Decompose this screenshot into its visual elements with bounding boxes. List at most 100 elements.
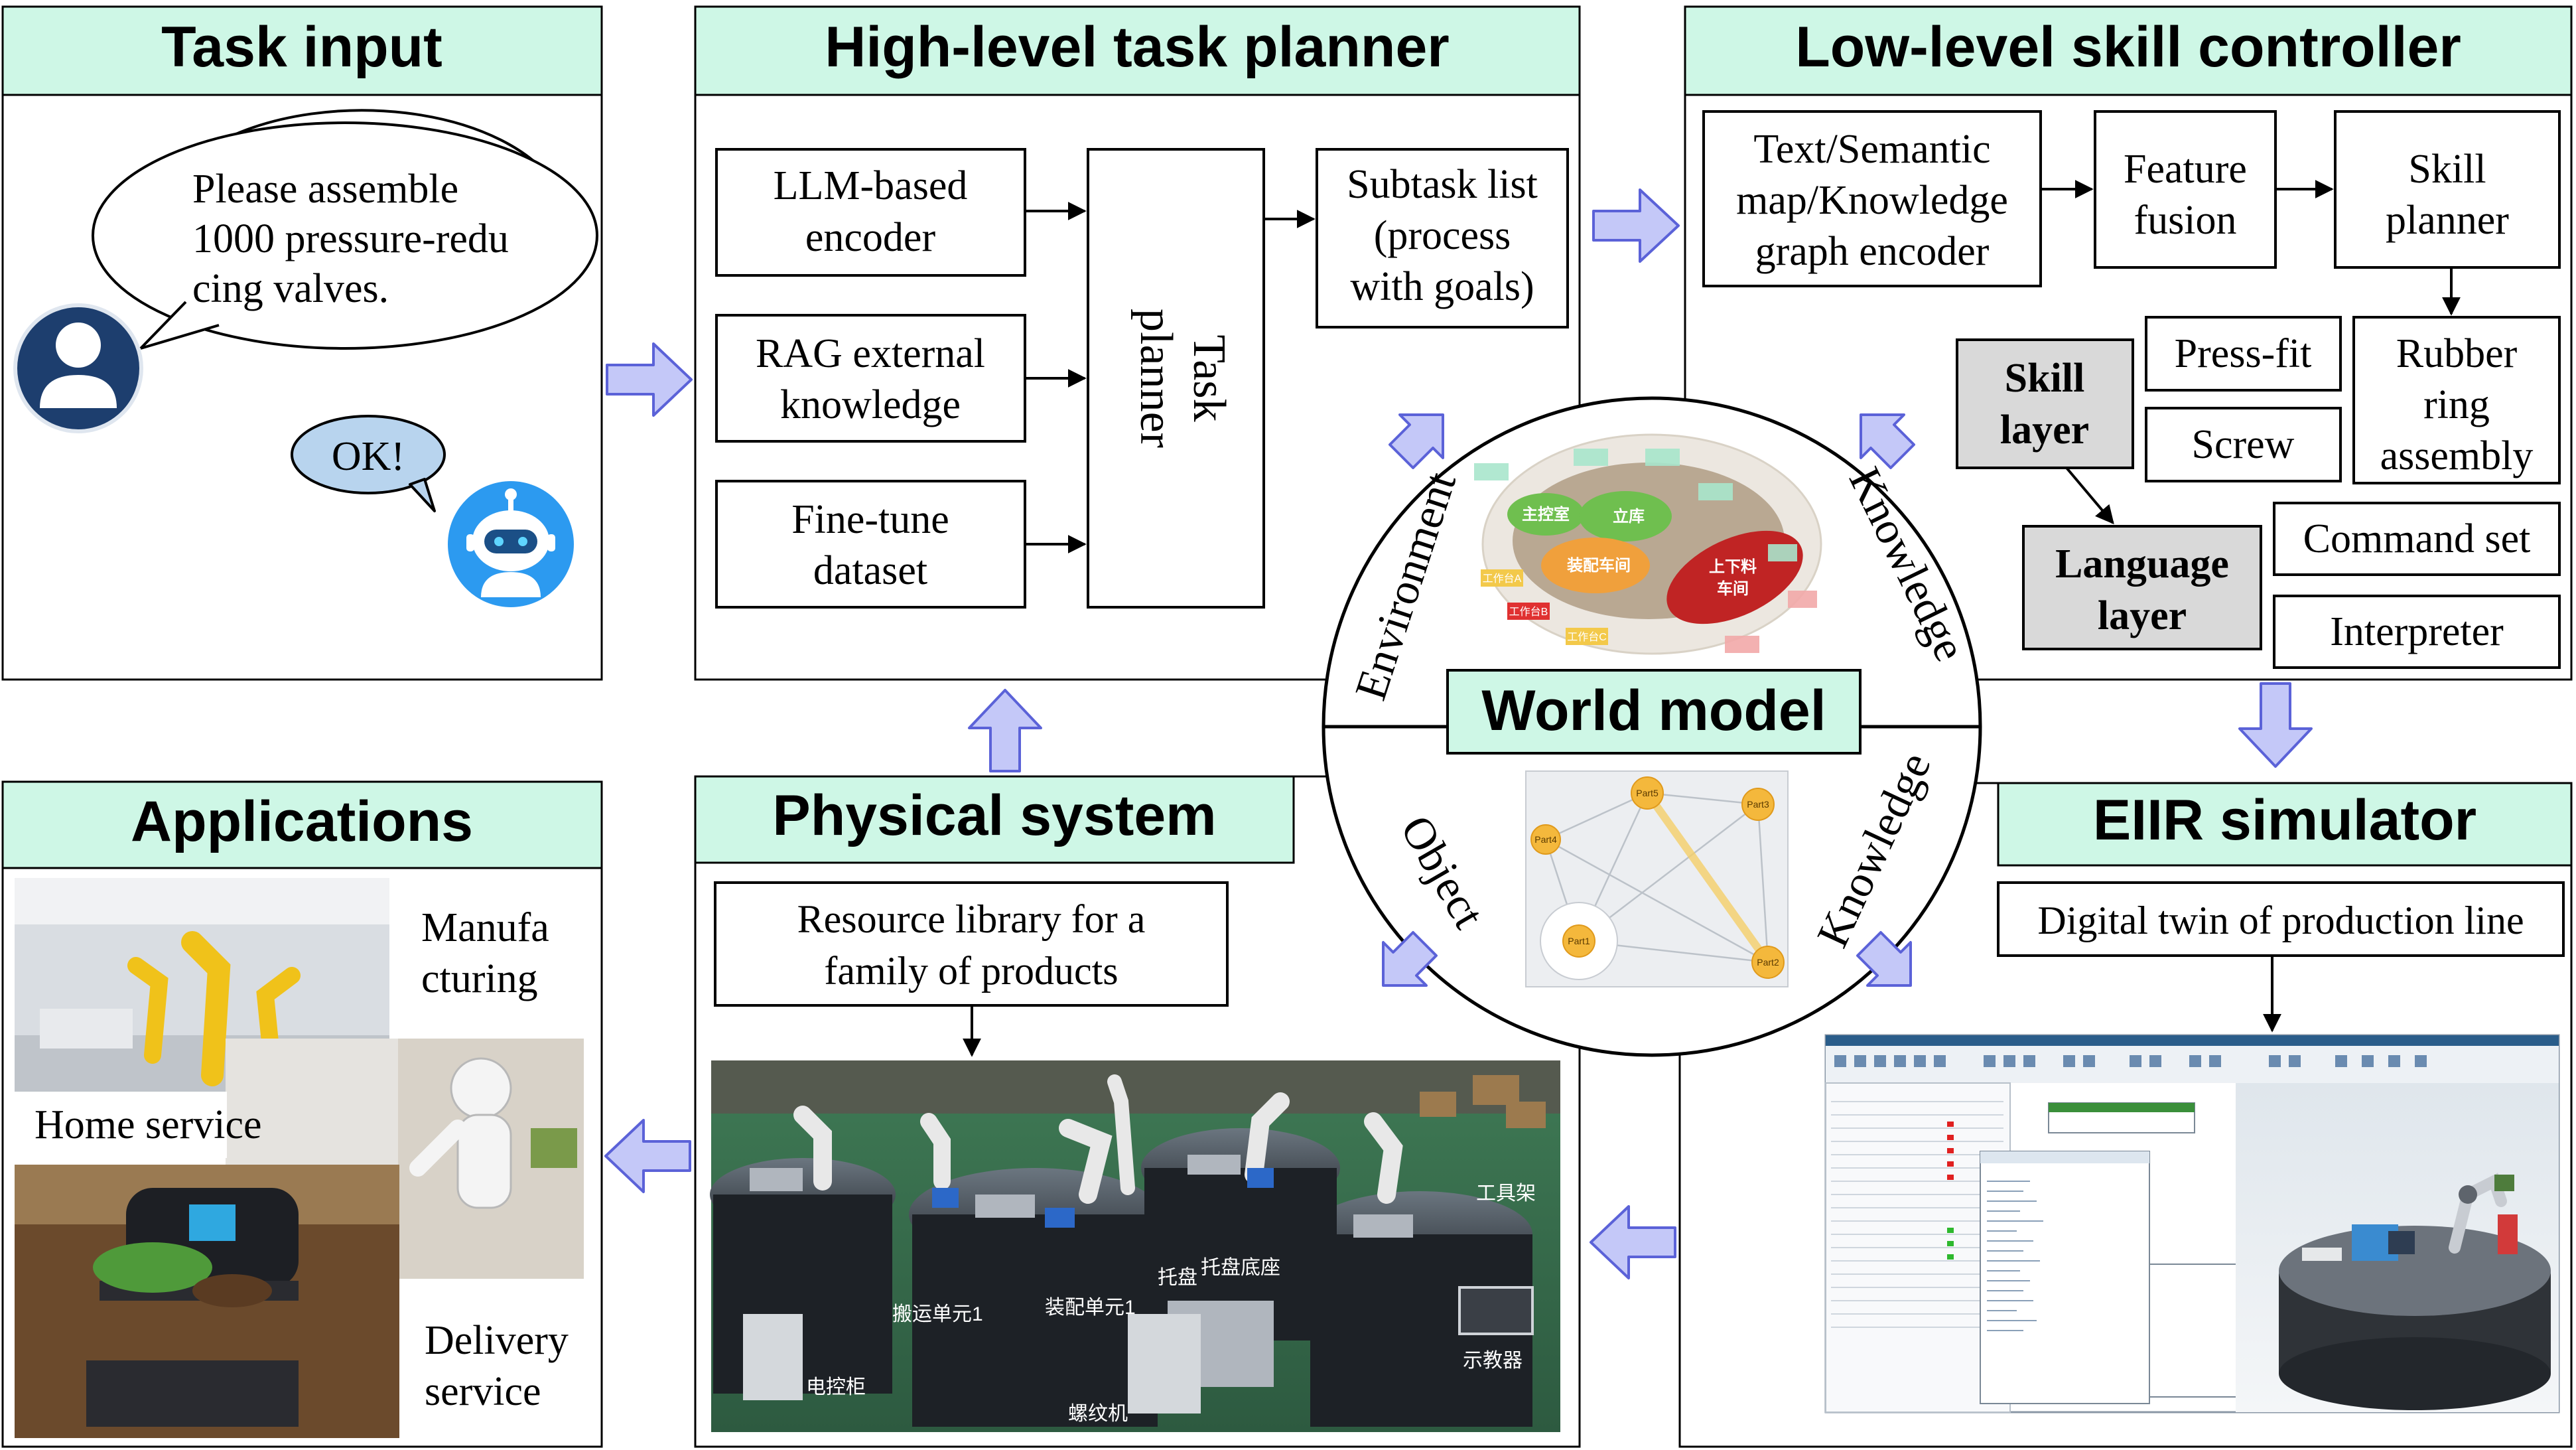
arrow-world-to-physical [1382,931,1438,987]
language-layer-line-1: Language [2055,542,2229,587]
delivery-service-photo [15,1165,399,1438]
screw-label: Screw [2192,422,2295,467]
graph-node-part4: Part4 [1534,834,1557,845]
feature-fusion-box [2094,110,2277,269]
llm-encoder-line-2: encoder [805,215,936,260]
arrow-controller-to-simulator [2238,682,2313,768]
reply-speech-bubble [291,415,446,512]
map-label-workshop: 车间 [1717,579,1749,598]
physical-title: Physical system [772,784,1216,847]
finetune-line-1: Fine-tune [791,497,949,542]
press-fit-label: Press-fit [2175,331,2312,376]
applications-title: Applications [131,790,473,853]
manufacturing-line-1: Manufa [421,905,549,950]
llm-encoder-line-1: LLM-based [774,163,968,208]
encoder-line-3: graph encoder [1755,229,1990,274]
knowledge-graph-image: Part5 Part3 Part4 Part1 Part2 [1525,770,1789,987]
skill-layer-line-2: layer [2000,407,2089,453]
photo-label-handling-unit: 搬运单元1 [892,1303,983,1325]
digital-twin-label: Digital twin of production line [2037,899,2524,942]
photo-label-control-cabinet: 电控柜 [806,1376,866,1398]
subtask-list-box [1316,148,1569,328]
rubber-line-3: assembly [2380,433,2534,478]
home-service-label: Home service [34,1102,262,1147]
map-label-assembly-shop: 装配车间 [1567,556,1631,575]
user-avatar-icon [13,303,143,433]
applications-header [1,780,603,869]
delivery-line-1: Delivery [425,1318,569,1363]
skill-layer-box [1956,338,2134,469]
encoder-line-1: Text/Semantic [1753,127,1990,172]
task-planner-line-1: Task [1184,334,1235,421]
semantic-map-image: 主控室 立库 装配车间 上下料 车间 工作台A 工作台B 工作台C [1474,433,1822,655]
delivery-line-2: service [425,1369,541,1414]
command-set-box [2273,502,2561,576]
skill-planner-box [2334,110,2561,269]
rag-knowledge-box [715,314,1026,443]
press-fit-box [2145,316,2342,392]
interpreter-label: Interpreter [2330,609,2504,654]
world-model: 主控室 立库 装配车间 上下料 车间 工作台A 工作台B 工作台C [1322,396,1982,1057]
llm-encoder-box [715,148,1026,277]
map-label-station-c: 工作台C [1567,631,1607,643]
rag-line-2: knowledge [780,382,961,427]
simulator-screenshot [1824,1034,2560,1414]
screw-box [2145,407,2342,482]
photo-label-screw-machine: 螺纹机 [1068,1403,1128,1425]
fusion-line-1: Feature [2124,147,2247,192]
task-input-title: Task input [161,15,442,79]
physical-system-photo: 工具架 托盘底座 托盘 搬运单元1 装配单元1 电控柜 螺纹机 示教器 [710,1060,1560,1432]
manufacturing-line-2: cturing [421,956,538,1001]
photo-label-assembly-unit: 装配单元1 [1045,1297,1136,1319]
physical-header [694,775,1295,864]
arrow-world-to-planner [1389,413,1444,469]
arrow-physical-to-applications [604,1119,691,1193]
language-layer-box [2022,525,2262,650]
flow-arrows [604,188,2313,1279]
subtask-line-3: with goals) [1350,264,1534,309]
photo-label-teach-pendant: 示教器 [1463,1350,1523,1372]
task-planner-box [1087,148,1265,609]
high-level-planner-panel: High-level task planner LLM-based encode… [694,5,1581,681]
eiir-title: EIIR simulator [2093,788,2476,852]
rubber-line-1: Rubber [2396,331,2518,376]
photo-label-tool-rack: 工具架 [1476,1183,1536,1204]
arrow-world-to-controller [1860,413,1915,469]
robot-avatar-icon [448,481,574,607]
map-label-station-b: 工作台B [1509,606,1548,618]
map-label-warehouse: 立库 [1613,507,1645,526]
high-level-header [694,5,1581,96]
fusion-line-2: fusion [2134,198,2237,243]
task-input-panel: Task input Please assemble 1000 pressure… [1,5,603,681]
encoder-line-2: map/Knowledge [1736,178,2008,223]
resource-line-1: Resource library for a [797,897,1146,941]
home-service-label-bg [15,1092,227,1158]
planner-connectors [1025,202,1316,553]
arrow-simulator-to-physical [1590,1205,1676,1279]
low-level-title: Low-level skill controller [1795,15,2461,79]
semantic-encoder-box [1702,110,2042,287]
resource-line-2: family of products [824,949,1118,993]
arrow-world-to-simulator [1856,931,1912,987]
skill-layer-line-1: Skill [2005,356,2085,401]
command-set-label: Command set [2303,516,2531,561]
map-label-loading: 上下料 [1709,558,1757,576]
rag-line-1: RAG external [756,331,985,376]
speech-line-1: Please assemble [192,167,458,212]
skill-planner-line-2: planner [2386,198,2509,243]
resource-library-box [714,881,1229,1007]
photo-label-tray-base: 托盘底座 [1201,1257,1280,1279]
world-model-title: World model [1481,679,1826,743]
skill-planner-line-1: Skill [2408,147,2486,192]
world-model-header [1446,669,1862,755]
arrow-input-to-planner [606,342,693,417]
speech-line-3: cing valves. [192,266,389,311]
graph-node-part1: Part1 [1568,936,1590,946]
rubber-line-2: ring [2423,382,2490,427]
user-speech-bubble [92,109,598,350]
arrow-physical-to-planner [968,689,1042,772]
eiir-header [1997,782,2573,867]
digital-twin-box [1997,881,2565,957]
controller-connectors [2041,180,2461,525]
subtask-line-2: (process [1374,213,1511,258]
